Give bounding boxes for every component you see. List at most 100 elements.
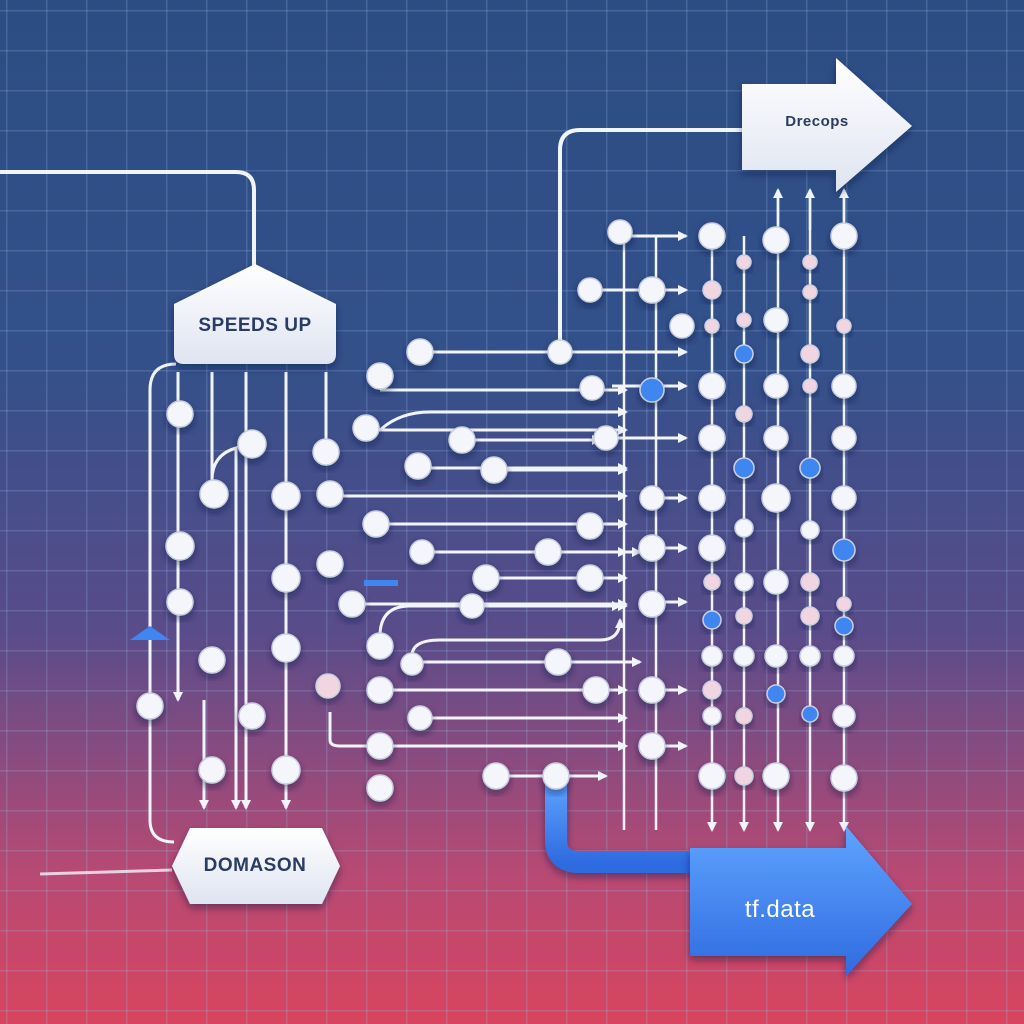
- pink-data-point: [800, 606, 820, 626]
- pink-data-point: [704, 318, 720, 334]
- blue-data-point: [834, 616, 854, 636]
- data-point: [165, 531, 195, 561]
- curved-flow-arrow: [378, 407, 628, 432]
- data-point: [544, 648, 572, 676]
- blue-data-point: [766, 684, 786, 704]
- curved-flow-arrow: [378, 601, 622, 637]
- pink-data-point: [703, 573, 721, 591]
- curved-flow-arrow: [328, 712, 628, 751]
- data-point: [577, 277, 603, 303]
- data-point: [198, 646, 226, 674]
- data-point: [582, 676, 610, 704]
- data-point: [762, 226, 790, 254]
- data-point: [136, 692, 164, 720]
- data-point: [638, 676, 666, 704]
- domason-input-connector: [39, 868, 173, 876]
- data-point: [472, 564, 500, 592]
- data-point: [698, 424, 726, 452]
- data-point: [404, 452, 432, 480]
- data-point: [638, 276, 666, 304]
- data-point: [576, 564, 604, 592]
- pink-data-point: [800, 344, 820, 364]
- pink-data-point: [735, 707, 753, 725]
- blue-data-point: [801, 705, 819, 723]
- pink-data-point: [702, 280, 722, 300]
- data-point: [830, 222, 858, 250]
- data-point: [366, 632, 394, 660]
- data-point: [698, 222, 726, 250]
- blue-marker-icon: [130, 626, 170, 640]
- data-point: [830, 764, 858, 792]
- data-point: [698, 484, 726, 512]
- pink-data-point: [802, 254, 818, 270]
- data-point: [406, 338, 434, 366]
- data-point: [459, 593, 485, 619]
- pink-data-point: [734, 766, 754, 786]
- data-point: [316, 550, 344, 578]
- data-point: [534, 538, 562, 566]
- pink-data-point: [736, 312, 752, 328]
- data-point: [638, 590, 666, 618]
- drecops-node[interactable]: [742, 58, 912, 192]
- data-point: [409, 539, 435, 565]
- data-point: [271, 563, 301, 593]
- data-point: [607, 219, 633, 245]
- blue-data-point: [734, 344, 754, 364]
- data-point: [763, 307, 789, 333]
- pink-data-point: [735, 607, 753, 625]
- data-point: [480, 456, 508, 484]
- data-point: [238, 702, 266, 730]
- pink-data-point: [736, 254, 752, 270]
- data-point: [366, 774, 394, 802]
- data-point: [400, 652, 424, 676]
- data-point: [831, 373, 857, 399]
- feedback-loop: [148, 362, 177, 844]
- data-point: [734, 572, 754, 592]
- data-point: [237, 429, 267, 459]
- tf-data-node[interactable]: [690, 826, 912, 976]
- data-point: [734, 518, 754, 538]
- data-point: [733, 645, 755, 667]
- data-point: [316, 480, 344, 508]
- data-point: [831, 425, 857, 451]
- blue-data-point: [799, 457, 821, 479]
- data-point: [832, 704, 856, 728]
- input-connector: [0, 170, 256, 268]
- data-point: [547, 339, 573, 365]
- data-point: [407, 705, 433, 731]
- drecops-connector: [558, 128, 742, 350]
- pink-data-point: [315, 673, 341, 699]
- speeds-up-node[interactable]: [174, 264, 336, 364]
- pink-data-point: [800, 572, 820, 592]
- data-point: [271, 755, 301, 785]
- data-point: [366, 676, 394, 704]
- data-point: [764, 644, 788, 668]
- data-point: [312, 438, 340, 466]
- domason-node[interactable]: [172, 828, 340, 904]
- data-point: [198, 756, 226, 784]
- data-point: [542, 762, 570, 790]
- data-point: [638, 732, 666, 760]
- data-point: [366, 362, 394, 390]
- pink-data-point: [802, 378, 818, 394]
- data-point: [576, 512, 604, 540]
- pink-data-point: [702, 680, 722, 700]
- data-point: [763, 425, 789, 451]
- data-point: [698, 762, 726, 790]
- data-point: [366, 732, 394, 760]
- data-points: [130, 219, 858, 802]
- data-point: [669, 313, 695, 339]
- pink-data-point: [836, 596, 852, 612]
- data-point: [362, 510, 390, 538]
- blue-marker-icon: [364, 580, 398, 586]
- data-point: [271, 633, 301, 663]
- blue-data-point: [832, 538, 856, 562]
- data-point: [166, 400, 194, 428]
- pink-data-point: [802, 284, 818, 300]
- curved-flow-arrow: [410, 618, 625, 657]
- data-point: [271, 481, 301, 511]
- data-point: [338, 590, 366, 618]
- horizontal-flows: [328, 231, 688, 781]
- blue-data-point: [702, 610, 722, 630]
- blue-data-point: [733, 457, 755, 479]
